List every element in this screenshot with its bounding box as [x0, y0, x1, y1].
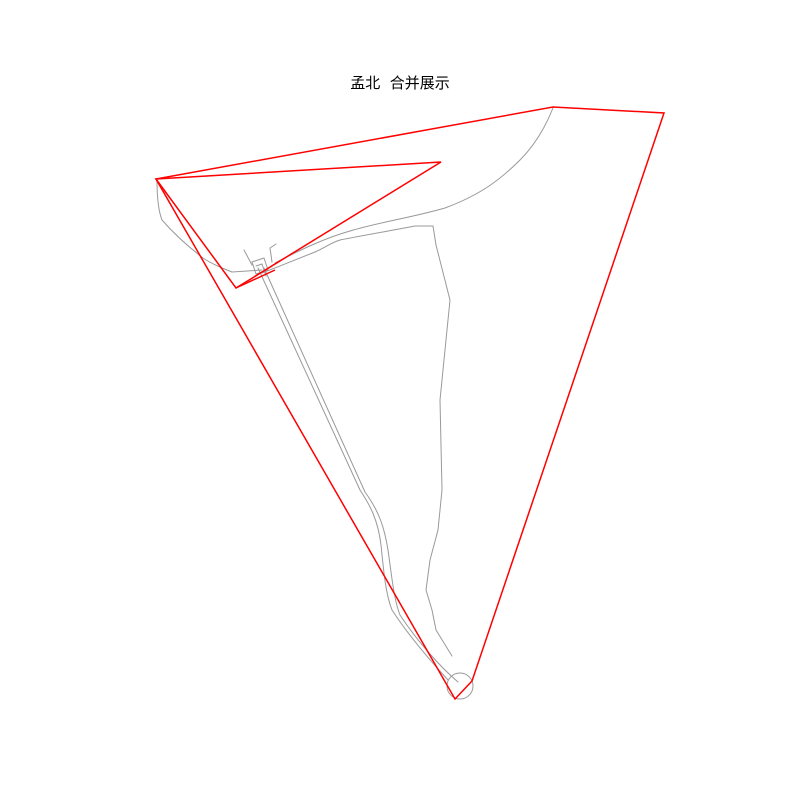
road-diagonal-b [263, 267, 459, 683]
road-junction-stub-c [255, 263, 267, 277]
road-left-spur [231, 269, 263, 273]
boundary-large-triangle [154, 106, 666, 701]
road-upper-curve [274, 107, 554, 264]
boundary-small-triangle [154, 161, 442, 290]
road-junction-square [251, 257, 269, 275]
road-roundabout [446, 672, 474, 700]
road-junction-stub-b [269, 243, 277, 263]
boundary-inner-edge [235, 269, 276, 289]
road-diagonal-a [257, 267, 449, 681]
road-junction-stub-a [243, 249, 253, 266]
boundary-lines [154, 106, 666, 701]
road-inner-loop [261, 225, 453, 657]
road-left-branch [156, 179, 233, 273]
road-network [156, 107, 554, 700]
page-title: 孟北 合并展示 [350, 74, 450, 92]
